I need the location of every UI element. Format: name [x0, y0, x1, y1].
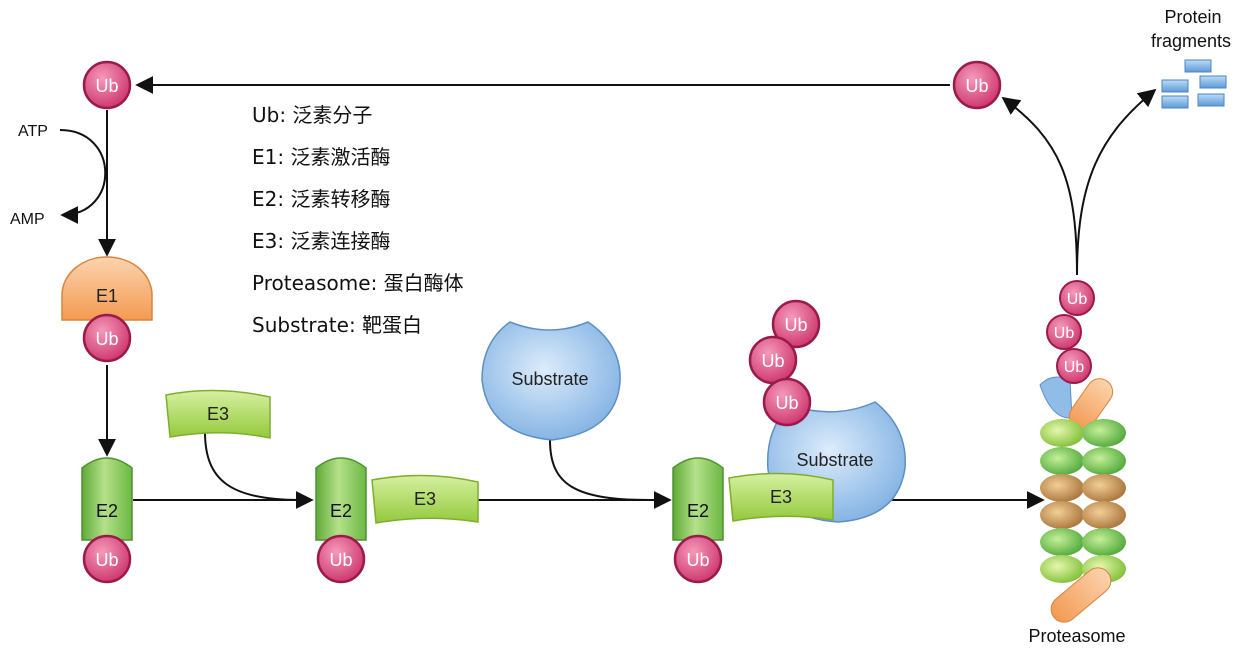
ub-proteasome-1: Ub	[1059, 280, 1095, 316]
legend-proteasome: Proteasome: 蛋白酶体	[252, 271, 464, 295]
legend-e2: E2: 泛素转移酶	[252, 187, 390, 211]
substrate-label: Substrate	[511, 369, 588, 389]
arrow-substrate-join	[549, 439, 651, 501]
ub-chain-substrate: Ub Ub Ub	[748, 299, 821, 427]
e1-enzyme: E1	[61, 256, 153, 321]
e3-label: E3	[207, 404, 229, 424]
e2-label: E2	[96, 501, 118, 521]
arrow-e3-join	[204, 431, 301, 501]
ub-label: Ub	[775, 393, 798, 413]
e2-enzyme-1: E2	[81, 457, 133, 541]
proteasome-core	[1040, 419, 1126, 583]
proteasome-cap-orange-bottom	[1050, 567, 1112, 623]
ub-on-e2-3: Ub	[673, 534, 723, 584]
arrow-proteasome-to-ub	[1001, 96, 1078, 276]
ub-label: Ub	[761, 351, 784, 371]
ub-right-top: Ub	[952, 60, 1002, 110]
ub-proteasome-3: Ub	[1056, 348, 1092, 384]
ub-label: Ub	[784, 315, 807, 335]
e2-enzyme-3: E2	[672, 457, 724, 541]
e2-label: E2	[330, 501, 352, 521]
ub-chain-1: Ub	[771, 299, 821, 349]
atp-label: ATP	[18, 123, 48, 140]
e3-label: E3	[414, 489, 436, 509]
legend-substrate: Substrate: 靶蛋白	[252, 313, 422, 337]
legend-e3: E3: 泛素连接酶	[252, 229, 390, 253]
ub-label: Ub	[95, 76, 118, 96]
e3-label: E3	[770, 487, 792, 507]
e3-bound-3: E3	[728, 472, 834, 522]
legend-e1: E1: 泛素激活酶	[252, 145, 390, 169]
amp-label: AMP	[10, 211, 45, 228]
e3-bound-2: E3	[371, 474, 479, 524]
arrow-proteasome-to-fragments	[1076, 88, 1157, 276]
proteasome	[1039, 376, 1126, 623]
e2-label: E2	[687, 501, 709, 521]
arrow-atp-amp	[59, 129, 107, 224]
ub-chain-3: Ub	[762, 377, 812, 427]
e1-label: E1	[96, 286, 118, 306]
ub-chain-2: Ub	[748, 335, 798, 385]
ub-label: Ub	[329, 550, 352, 570]
ub-label: Ub	[1064, 359, 1085, 376]
fragments-label-line1: Protein	[1164, 7, 1221, 27]
ub-label: Ub	[1067, 291, 1088, 308]
substrate-label: Substrate	[796, 450, 873, 470]
fragments-label-line2: fragments	[1151, 31, 1231, 51]
arrows	[59, 76, 1157, 509]
substrate-free: Substrate	[481, 321, 621, 441]
protein-fragments	[1161, 59, 1227, 109]
ub-label: Ub	[965, 76, 988, 96]
e2-enzyme-2: E2	[315, 457, 367, 541]
ub-chain-proteasome: Ub Ub Ub	[1046, 280, 1095, 384]
ub-label: Ub	[95, 329, 118, 349]
ub-label: Ub	[95, 550, 118, 570]
legend: Ub: 泛素分子 E1: 泛素激活酶 E2: 泛素转移酶 E3: 泛素连接酶 P…	[252, 103, 464, 337]
ub-proteasome-2: Ub	[1046, 314, 1082, 350]
proteasome-cap-blue	[1039, 376, 1073, 419]
ub-label: Ub	[686, 550, 709, 570]
ub-left-top: Ub	[82, 60, 132, 110]
ub-on-e1: Ub	[82, 313, 132, 363]
ub-on-e2-1: Ub	[82, 534, 132, 584]
proteasome-label: Proteasome	[1028, 626, 1125, 646]
legend-ub: Ub: 泛素分子	[252, 103, 372, 127]
e3-free: E3	[165, 389, 271, 439]
ub-label: Ub	[1054, 325, 1075, 342]
ub-on-e2-2: Ub	[316, 534, 366, 584]
